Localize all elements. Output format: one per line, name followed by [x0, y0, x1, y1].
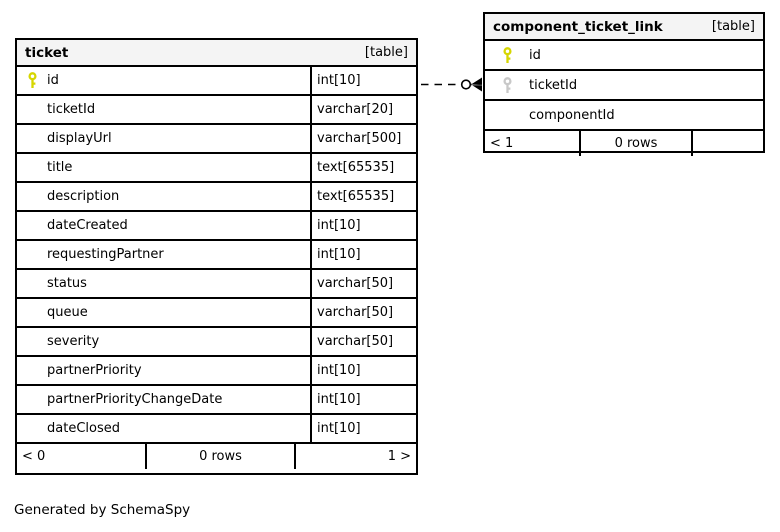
column-row-dateClosed: dateClosed int[10]: [17, 415, 416, 444]
row-count: 0 rows: [145, 444, 294, 469]
key-icon-spacer: [17, 154, 47, 181]
column-type: varchar[50]: [310, 299, 416, 326]
key-icon-spacer: [17, 386, 47, 413]
column-name: description: [47, 189, 120, 204]
column-type: text[65535]: [310, 183, 416, 210]
column-type: int[10]: [310, 212, 416, 239]
column-row-ticketId: ticketId: [485, 71, 763, 101]
table-name: ticket: [25, 44, 69, 61]
column-row-id: id: [485, 41, 763, 71]
column-row-componentId: componentId: [485, 101, 763, 131]
column-name: id: [47, 73, 59, 88]
children-count: [691, 131, 763, 156]
key-icon-spacer: [485, 101, 529, 129]
key-icon-spacer: [17, 125, 47, 152]
column-type: varchar[50]: [310, 328, 416, 355]
primary-key-icon: [485, 41, 529, 69]
column-row-title: title text[65535]: [17, 154, 416, 183]
column-row-partnerPriority: partnerPriority int[10]: [17, 357, 416, 386]
column-name: dateCreated: [47, 218, 128, 233]
table-type-tag: [table]: [364, 45, 408, 60]
table-type-tag: [table]: [711, 19, 755, 34]
children-count: 1 >: [294, 444, 416, 469]
column-row-queue: queue varchar[50]: [17, 299, 416, 328]
generated-by-note: Generated by SchemaSpy: [14, 502, 191, 518]
column-name: displayUrl: [47, 131, 112, 146]
crows-foot-arrow: [471, 77, 482, 92]
table-name: component_ticket_link: [493, 18, 663, 35]
table-component-ticket-link-footer: < 1 0 rows: [485, 131, 763, 156]
table-ticket[interactable]: ticket [table] id int[10] ticketId varch…: [15, 38, 418, 475]
key-icon-spacer: [17, 299, 47, 326]
column-row-id: id int[10]: [17, 67, 416, 96]
foreign-key-icon: [485, 71, 529, 99]
table-component-ticket-link[interactable]: component_ticket_link [table] id ticketI…: [483, 12, 765, 156]
zero-cardinality-circle: [460, 79, 472, 90]
column-row-ticketId: ticketId varchar[20]: [17, 96, 416, 125]
column-row-displayUrl: displayUrl varchar[500]: [17, 125, 416, 154]
column-row-requestingPartner: requestingPartner int[10]: [17, 241, 416, 270]
column-row-dateCreated: dateCreated int[10]: [17, 212, 416, 241]
column-name: status: [47, 276, 87, 291]
primary-key-icon: [17, 67, 47, 94]
column-type: varchar[20]: [310, 96, 416, 123]
key-icon-spacer: [17, 183, 47, 210]
column-name: queue: [47, 305, 88, 320]
column-name: ticketId: [529, 77, 578, 93]
table-ticket-footer: < 0 0 rows 1 >: [17, 444, 416, 469]
key-icon-spacer: [17, 415, 47, 442]
row-count: 0 rows: [579, 131, 691, 156]
key-icon-spacer: [17, 270, 47, 297]
table-ticket-header[interactable]: ticket [table]: [17, 40, 416, 67]
key-icon-spacer: [17, 241, 47, 268]
column-row-status: status varchar[50]: [17, 270, 416, 299]
column-row-description: description text[65535]: [17, 183, 416, 212]
table-component-ticket-link-header[interactable]: component_ticket_link [table]: [485, 14, 763, 41]
key-icon-spacer: [17, 212, 47, 239]
column-name: dateClosed: [47, 421, 120, 436]
column-name: severity: [47, 334, 100, 349]
parents-count: < 1: [490, 136, 514, 151]
column-type: text[65535]: [310, 154, 416, 181]
key-icon-spacer: [17, 96, 47, 123]
column-type: int[10]: [310, 67, 416, 94]
column-type: int[10]: [310, 357, 416, 384]
column-type: varchar[500]: [310, 125, 416, 152]
column-type: int[10]: [310, 415, 416, 442]
column-row-severity: severity varchar[50]: [17, 328, 416, 357]
key-icon-spacer: [17, 357, 47, 384]
column-row-partnerPriorityChangeDate: partnerPriorityChangeDate int[10]: [17, 386, 416, 415]
column-name: title: [47, 160, 73, 175]
column-name: ticketId: [47, 102, 96, 117]
parents-count: < 0: [22, 449, 46, 464]
column-type: varchar[50]: [310, 270, 416, 297]
column-name: requestingPartner: [47, 247, 164, 262]
column-name: id: [529, 47, 541, 63]
key-icon-spacer: [17, 328, 47, 355]
column-type: int[10]: [310, 241, 416, 268]
column-type: int[10]: [310, 386, 416, 413]
column-name: partnerPriority: [47, 363, 142, 378]
column-name: componentId: [529, 107, 615, 123]
column-name: partnerPriorityChangeDate: [47, 392, 223, 407]
